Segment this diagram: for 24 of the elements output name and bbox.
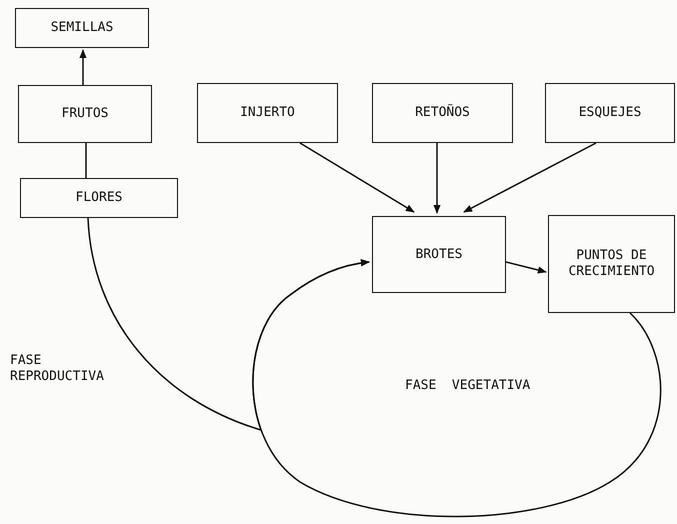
box-label: PUNTOS DE CRECIMIENTO xyxy=(567,248,656,280)
process-box xyxy=(545,83,675,143)
arrow xyxy=(463,142,596,213)
box-label: INJERTO xyxy=(240,105,295,121)
box-label: ESQUEJES xyxy=(578,105,642,121)
process-box xyxy=(372,83,513,143)
process-box xyxy=(18,85,152,143)
box-label: FLORES xyxy=(76,190,122,206)
arrow xyxy=(300,142,415,213)
phase-label: FASE VEGETATIVA xyxy=(405,378,530,394)
box-label: SEMILLAS xyxy=(50,20,114,36)
arrow xyxy=(506,261,547,274)
process-box xyxy=(197,83,338,143)
box-label: RETOÑOS xyxy=(415,105,470,121)
box-label: FRUTOS xyxy=(62,106,108,122)
process-box xyxy=(372,216,506,293)
box-label: BROTES xyxy=(416,246,462,262)
arrow xyxy=(87,218,370,431)
phase-label: FASE REPRODUCTIVA xyxy=(10,353,105,384)
process-box xyxy=(548,215,675,313)
process-box xyxy=(15,8,149,48)
process-box xyxy=(20,178,178,218)
arrow xyxy=(433,143,441,214)
arrow xyxy=(79,49,87,85)
